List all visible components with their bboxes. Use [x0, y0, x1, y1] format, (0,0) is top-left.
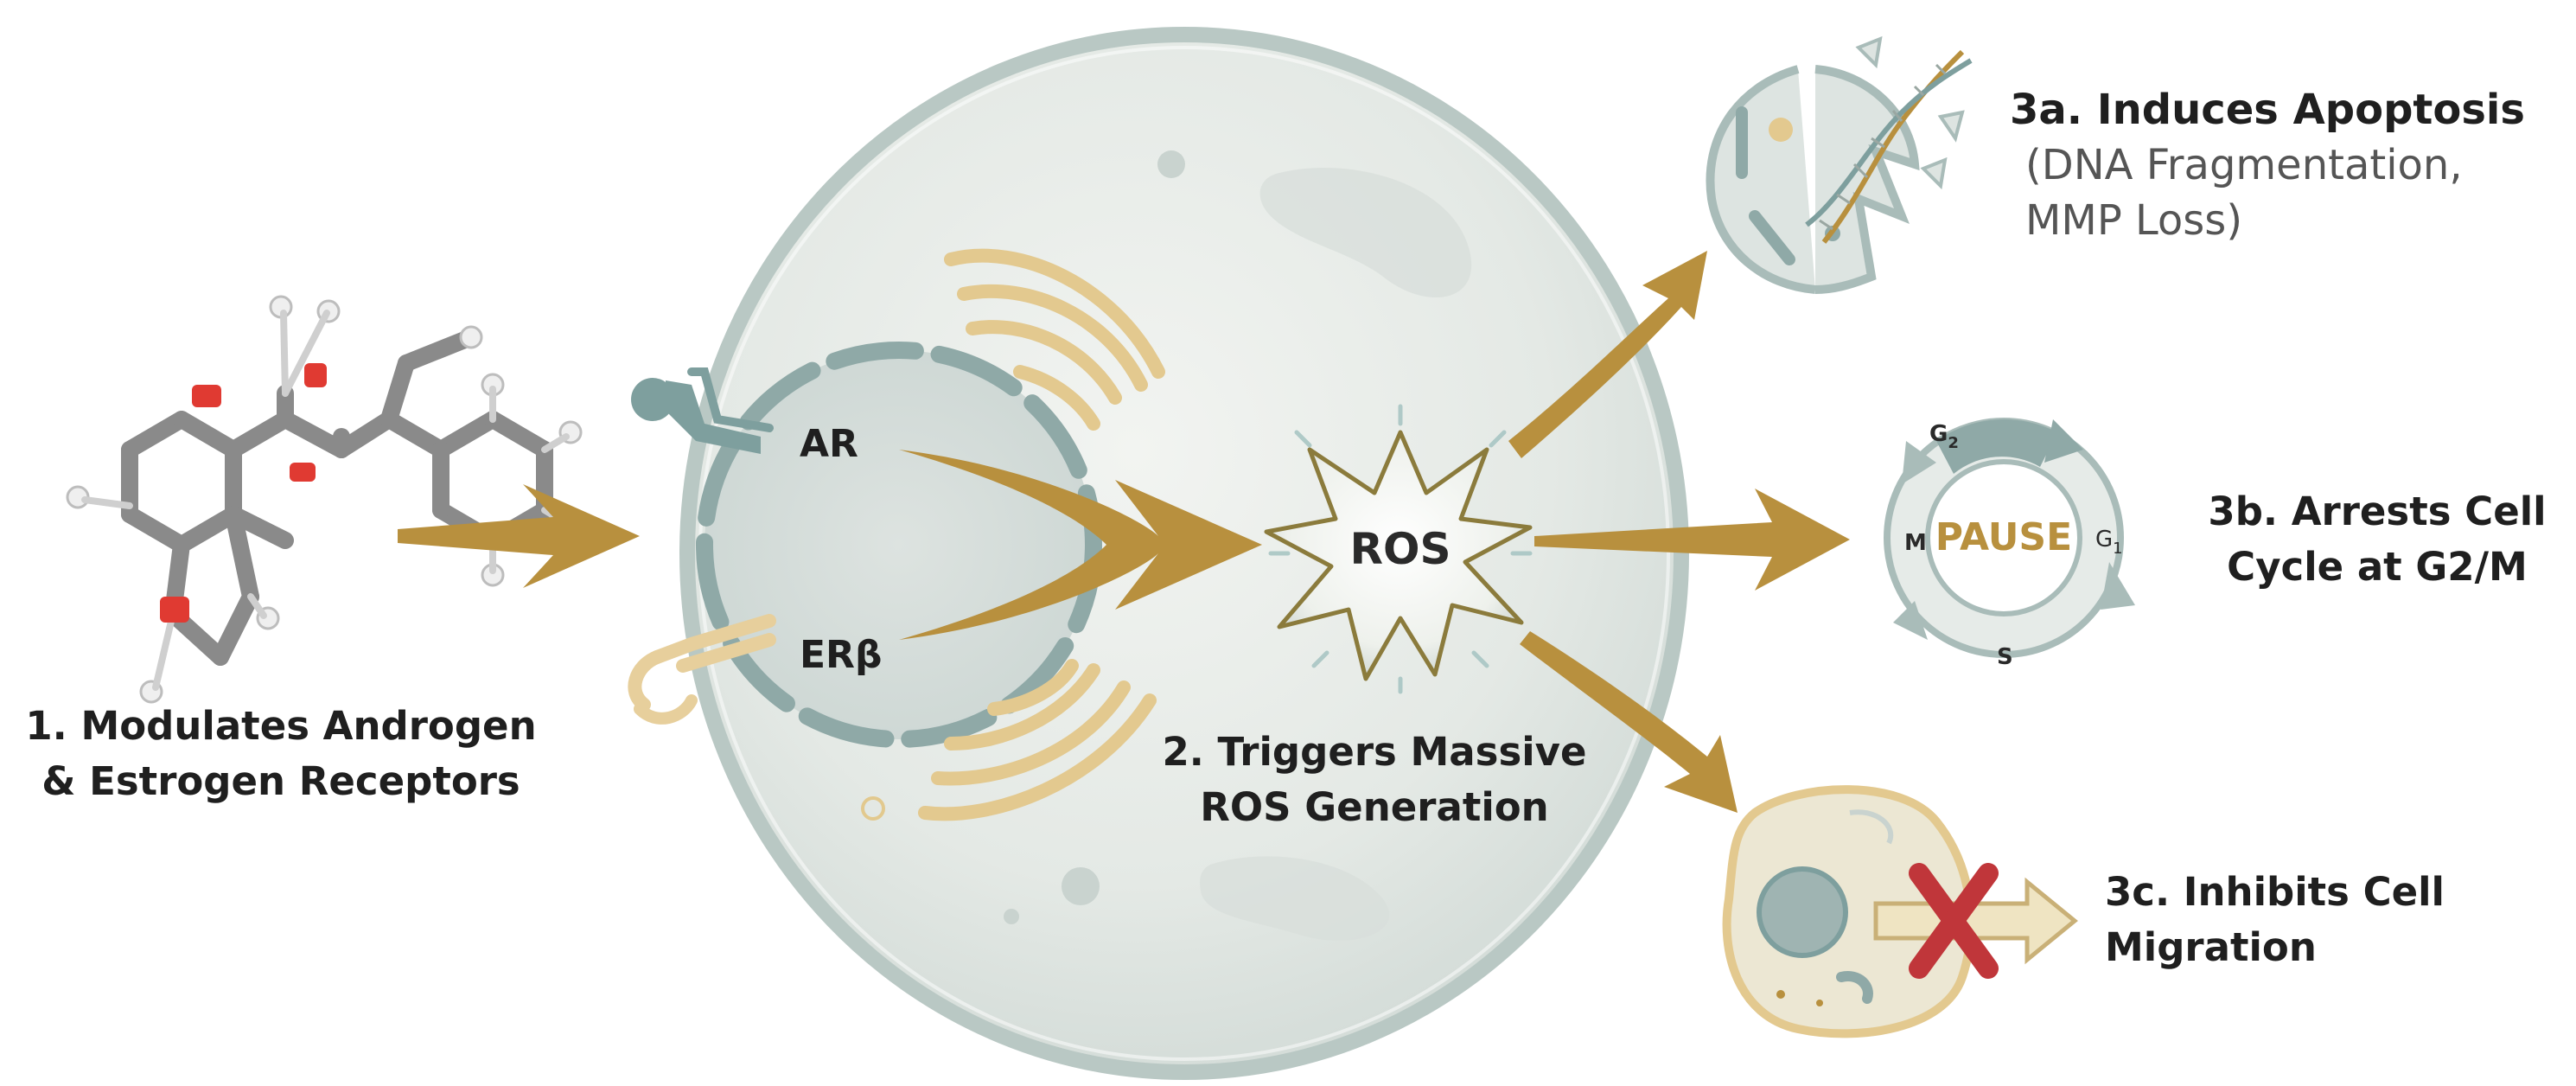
step3a-title: 3a. Induces Apoptosis: [2010, 86, 2525, 134]
step1-line1: 1. Modulates Androgen: [25, 703, 537, 749]
step3b-line1: 3b. Arrests Cell: [2208, 489, 2547, 534]
step3c-line1: 3c. Inhibits Cell: [2105, 869, 2445, 915]
nucleus: [696, 342, 1102, 748]
arrow-molecule-to-cell: [398, 484, 640, 588]
ar-label: AR: [800, 422, 858, 466]
step2-label: 2. Triggers Massive ROS Generation: [1132, 725, 1616, 835]
step3a-sub2: MMP Loss): [2025, 196, 2243, 245]
golgi-bottom: [918, 659, 1157, 821]
cycle-s-label: S: [1997, 644, 2013, 670]
step3b-line2: Cycle at G2/M: [2227, 544, 2528, 590]
cell-with-blocked-arrow-icon: [1722, 785, 2078, 1038]
ros-label: ROS: [1349, 524, 1451, 574]
arrow-ros-to-cycle: [1534, 489, 1850, 591]
step3c-label: 3c. Inhibits Cell Migration: [2105, 865, 2554, 975]
arrow-ros-to-apoptosis: [1508, 251, 1707, 458]
arrows: [398, 251, 1850, 813]
cell-cycle-ring-icon: G2 G1 M S PAUSE: [1884, 418, 2135, 670]
broken-cell-dna-icon: [1706, 35, 1973, 294]
erb-label: ERβ: [800, 633, 882, 677]
step2-line2: ROS Generation: [1200, 784, 1549, 830]
arrow-ros-to-migration: [1520, 631, 1738, 813]
cycle-pause-label: PAUSE: [1935, 515, 2072, 559]
molecule-ball-and-stick-icon: [66, 295, 583, 704]
starburst-icon: [1264, 404, 1533, 694]
golgi-top: [944, 248, 1165, 431]
cycle-g1-label: G1: [2095, 527, 2123, 558]
receptor-icon: [628, 614, 776, 725]
step1-label: 1. Modulates Androgen & Estrogen Recepto…: [0, 699, 562, 809]
step3c-line2: Migration: [2105, 924, 2317, 970]
arrow-receptors-to-ros: [899, 450, 1262, 640]
step3a-sub1: (DNA Fragmentation,: [2025, 141, 2463, 189]
step2-line1: 2. Triggers Massive: [1162, 729, 1587, 775]
cycle-g2-label: G2: [1929, 421, 1959, 452]
receptor-icon: [631, 367, 774, 454]
cycle-m-label: M: [1904, 530, 1927, 556]
step3a-label: 3a. Induces Apoptosis (DNA Fragmentation…: [2010, 82, 2563, 248]
step3b-label: 3b. Arrests Cell Cycle at G2/M: [2178, 484, 2576, 595]
step1-line2: & Estrogen Receptors: [41, 758, 520, 804]
